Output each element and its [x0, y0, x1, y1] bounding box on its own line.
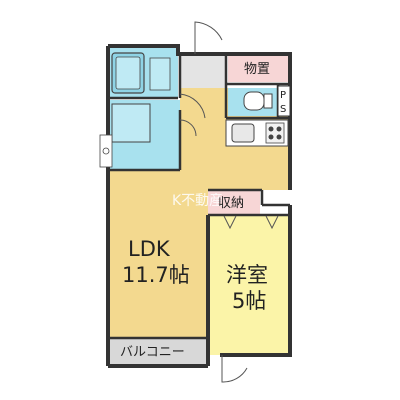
ldk-size: 11.7帖 — [122, 263, 190, 287]
closet-floor — [208, 190, 260, 215]
kitchen-sink-icon — [231, 123, 255, 143]
ldk-label: LDK — [128, 237, 171, 261]
balcony-floor — [108, 338, 208, 366]
entrance-floor — [180, 54, 226, 88]
storage-floor — [228, 54, 288, 82]
walls — [106, 44, 292, 368]
western-room-size: 5帖 — [232, 289, 266, 313]
toilet-icon — [243, 91, 273, 111]
pipe-space — [277, 85, 291, 117]
closet-label: 収納 — [218, 196, 244, 211]
pipe-space-s: S — [280, 104, 286, 115]
western-room-floor — [208, 215, 288, 355]
balcony-label: バルコニー — [120, 345, 185, 360]
washer-icon — [99, 103, 151, 168]
door-swing-icon — [179, 21, 248, 383]
pipe-space-p: P — [280, 90, 286, 101]
kitchen-counter — [225, 119, 289, 147]
western-room-label: 洋室 — [226, 263, 268, 287]
storage-label: 物置 — [244, 62, 270, 77]
door-mark — [223, 215, 279, 230]
inner-walls — [108, 54, 290, 340]
stove-icon — [265, 122, 285, 144]
watermark: K不動産 — [172, 193, 223, 209]
bathtub-icon — [111, 52, 171, 94]
